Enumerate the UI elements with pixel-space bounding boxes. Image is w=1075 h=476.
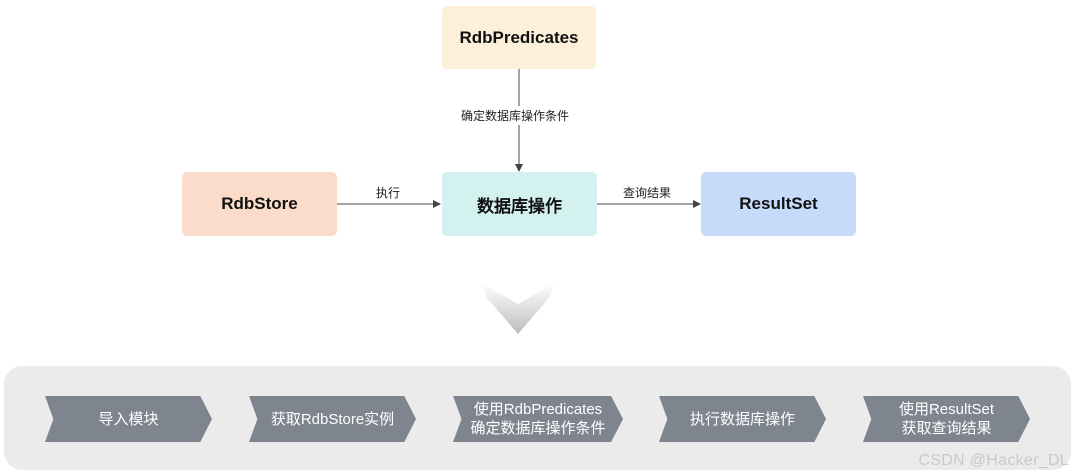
step-use-predicates-line2: 确定数据库操作条件 — [470, 420, 606, 437]
step-use-resultset: 使用ResultSet 获取查询结果 — [863, 396, 1030, 442]
node-rdbpredicates-label: RdbPredicates — [459, 27, 579, 47]
node-resultset: ResultSet — [701, 172, 856, 236]
node-rdbstore-label: RdbStore — [221, 194, 298, 213]
step-use-predicates: 使用RdbPredicates 确定数据库操作条件 — [453, 396, 623, 442]
down-chevron-arrow — [482, 283, 554, 334]
step-execute-operation: 执行数据库操作 — [659, 396, 826, 442]
node-database-operation: 数据库操作 — [442, 172, 597, 236]
watermark: CSDN @Hacker_DL — [918, 452, 1069, 469]
step-import-module-text: 导入模块 — [98, 410, 159, 428]
step-import-module: 导入模块 — [45, 396, 212, 442]
node-resultset-label: ResultSet — [739, 194, 818, 213]
step-execute-operation-text: 执行数据库操作 — [689, 410, 795, 428]
edge-label-conditions: 确定数据库操作条件 — [461, 106, 570, 125]
edge-label-query-result: 查询结果 — [623, 186, 672, 200]
node-rdbstore: RdbStore — [182, 172, 337, 236]
step-get-rdbstore-text: 获取RdbStore实例 — [270, 410, 395, 428]
step-use-predicates-line1: 使用RdbPredicates — [473, 401, 603, 418]
step-use-resultset-line2: 获取查询结果 — [901, 420, 992, 437]
node-database-operation-label: 数据库操作 — [477, 196, 562, 216]
step-use-resultset-line1: 使用ResultSet — [898, 401, 995, 418]
step-get-rdbstore: 获取RdbStore实例 — [249, 396, 416, 442]
edge-label-execute: 执行 — [376, 186, 401, 200]
node-rdbpredicates: RdbPredicates — [442, 6, 596, 69]
